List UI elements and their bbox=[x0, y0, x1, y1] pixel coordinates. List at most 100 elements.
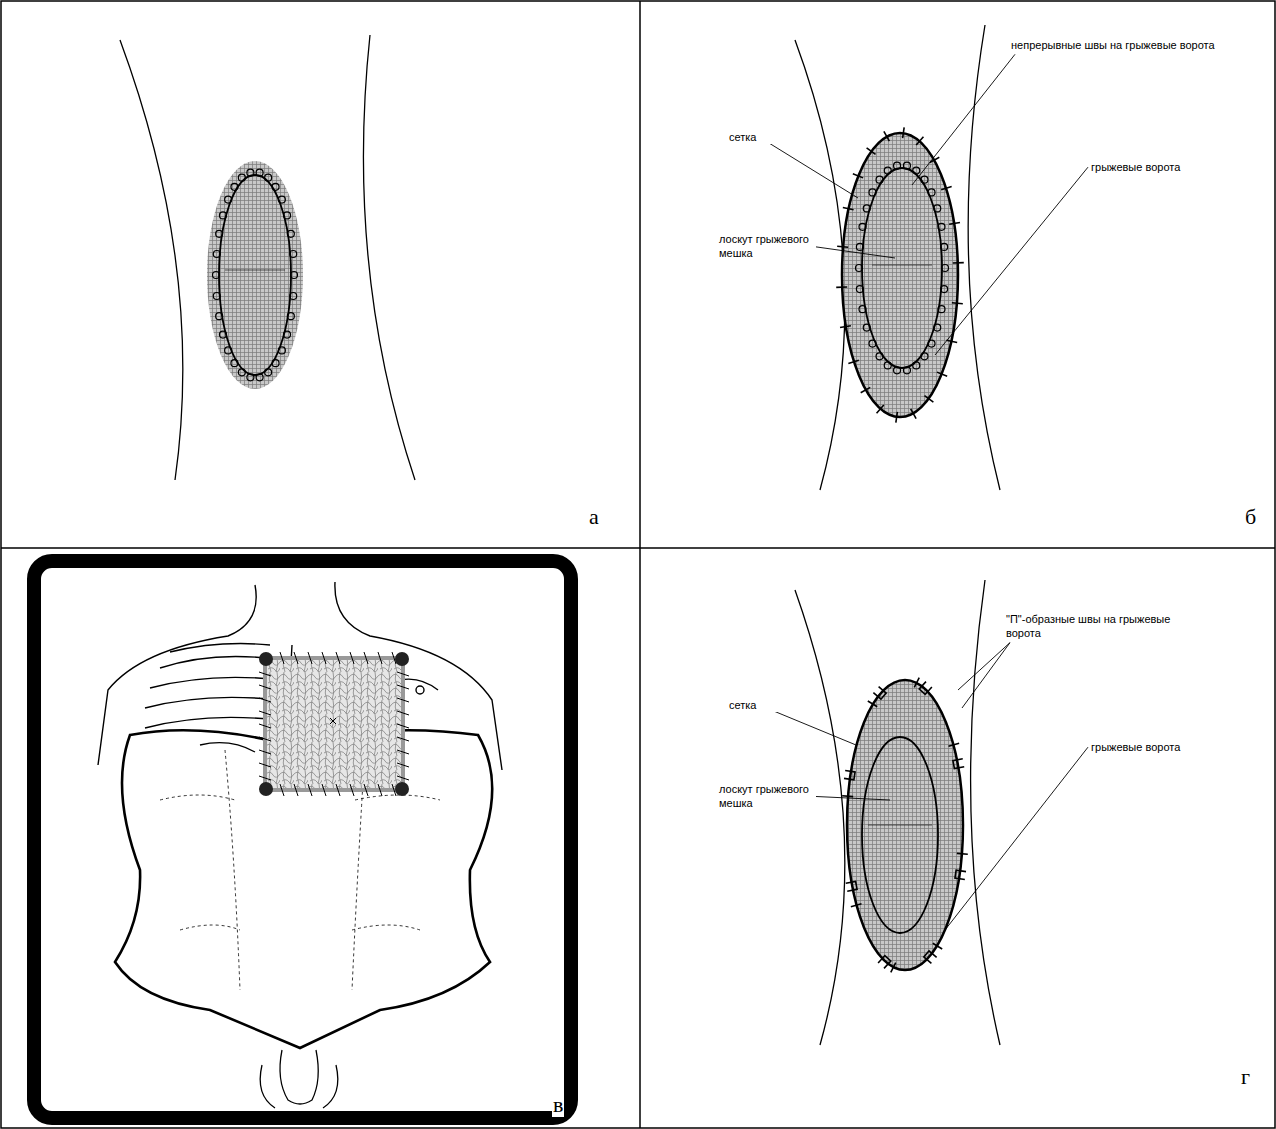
panel-letter: в bbox=[552, 1093, 564, 1117]
panel-letter: б bbox=[1244, 505, 1257, 529]
callout-label: сетка bbox=[728, 698, 790, 712]
fixing-stitch bbox=[861, 387, 871, 392]
suture-loop bbox=[216, 313, 223, 320]
suture-loop bbox=[894, 162, 901, 169]
suture-loop bbox=[238, 369, 245, 376]
suture-loop bbox=[856, 243, 863, 250]
suture-loop bbox=[941, 286, 948, 293]
leader-line bbox=[812, 796, 890, 800]
fixing-stitch bbox=[952, 302, 963, 305]
fixing-stitch bbox=[853, 174, 863, 178]
suture-loop bbox=[934, 205, 941, 212]
suture-loop bbox=[213, 293, 220, 300]
suture-loop bbox=[265, 369, 272, 376]
fixing-stitch bbox=[896, 412, 898, 423]
suture-loop bbox=[884, 362, 891, 369]
suture-loop bbox=[225, 347, 232, 354]
fixing-stitch bbox=[924, 396, 933, 402]
fixing-stitch bbox=[848, 360, 858, 363]
suture-loop bbox=[278, 347, 285, 354]
fixing-stitch bbox=[884, 131, 889, 141]
callout-label: "П"-образные швы на грыжевые ворота bbox=[1005, 612, 1207, 641]
u-stitch bbox=[919, 682, 932, 695]
suture-loop bbox=[278, 196, 285, 203]
suture-loop bbox=[876, 176, 883, 183]
callout-label: непрерывные швы на грыжевые ворота bbox=[1010, 38, 1252, 52]
fixing-stitch bbox=[840, 326, 851, 328]
torso-figure bbox=[34, 561, 571, 1118]
suture-loop bbox=[284, 331, 291, 338]
sac-flap-line bbox=[225, 265, 932, 825]
hernia-gate bbox=[219, 168, 942, 933]
suture-loop bbox=[290, 293, 297, 300]
fixing-stitch bbox=[868, 701, 877, 707]
suture-loop bbox=[903, 162, 910, 169]
suture-loop bbox=[913, 167, 920, 174]
fixing-stitch bbox=[953, 262, 964, 264]
u-stitch bbox=[844, 770, 855, 779]
panel-letter: г bbox=[1240, 1065, 1251, 1089]
leader-line bbox=[759, 137, 858, 198]
fixing-stitch bbox=[914, 678, 919, 688]
suture-loop bbox=[921, 176, 928, 183]
mesh bbox=[207, 161, 303, 389]
fixing-stitch bbox=[930, 157, 940, 162]
suture-loop bbox=[231, 183, 238, 190]
fixing-stitch bbox=[836, 286, 847, 288]
fixing-stitch bbox=[916, 137, 923, 145]
fixing-stitch bbox=[877, 405, 884, 413]
suture-loop bbox=[265, 174, 272, 181]
u-stitch bbox=[953, 759, 964, 769]
suture-loop bbox=[231, 360, 238, 367]
suture-loop bbox=[284, 212, 291, 219]
fixing-stitch bbox=[851, 904, 862, 907]
callout-label: сетка bbox=[728, 130, 790, 144]
suture-loop bbox=[247, 374, 254, 381]
suture-loop bbox=[291, 272, 298, 279]
callout-label: лоскут грыжевого мешка bbox=[718, 232, 816, 261]
u-stitch bbox=[924, 951, 937, 964]
fixing-stitch bbox=[842, 795, 853, 797]
suture-loop bbox=[213, 250, 220, 257]
suture-loop bbox=[272, 360, 279, 367]
suture-loop bbox=[219, 212, 226, 219]
suture-loop bbox=[913, 362, 920, 369]
suture-loop bbox=[869, 189, 876, 196]
fixing-stitch bbox=[949, 223, 960, 225]
fixing-stitch bbox=[946, 340, 957, 342]
mesh bbox=[842, 133, 958, 417]
suture-loop bbox=[863, 205, 870, 212]
suture-loop bbox=[247, 169, 254, 176]
leader-line bbox=[912, 54, 1015, 185]
fixing-stitch bbox=[911, 409, 916, 419]
suture-loop bbox=[876, 353, 883, 360]
suture-loop bbox=[216, 230, 223, 237]
suture-loop bbox=[859, 306, 866, 313]
suture-loop bbox=[928, 189, 935, 196]
callout-label: грыжевые ворота bbox=[1090, 740, 1232, 754]
leader-line bbox=[945, 747, 1088, 930]
suture-loop bbox=[928, 340, 935, 347]
suture-loop bbox=[272, 183, 279, 190]
suture-loop bbox=[856, 265, 863, 272]
fixing-stitch bbox=[891, 963, 896, 973]
suture-loop bbox=[863, 324, 870, 331]
suture-loop bbox=[903, 367, 910, 374]
suture-loop bbox=[894, 367, 901, 374]
suture-loop bbox=[256, 169, 263, 176]
suture-loop bbox=[941, 243, 948, 250]
suture-loop bbox=[938, 223, 945, 230]
u-stitch bbox=[846, 881, 857, 891]
suture-loop bbox=[921, 353, 928, 360]
suture-loop bbox=[934, 324, 941, 331]
suture-loop bbox=[219, 331, 226, 338]
u-stitch bbox=[873, 687, 886, 700]
fixing-stitch bbox=[837, 245, 848, 248]
fixing-stitch bbox=[843, 207, 854, 209]
suture-loop bbox=[287, 313, 294, 320]
callout-label: грыжевые ворота bbox=[1090, 160, 1232, 174]
u-stitch bbox=[955, 870, 966, 879]
fixing-stitch bbox=[903, 127, 905, 138]
